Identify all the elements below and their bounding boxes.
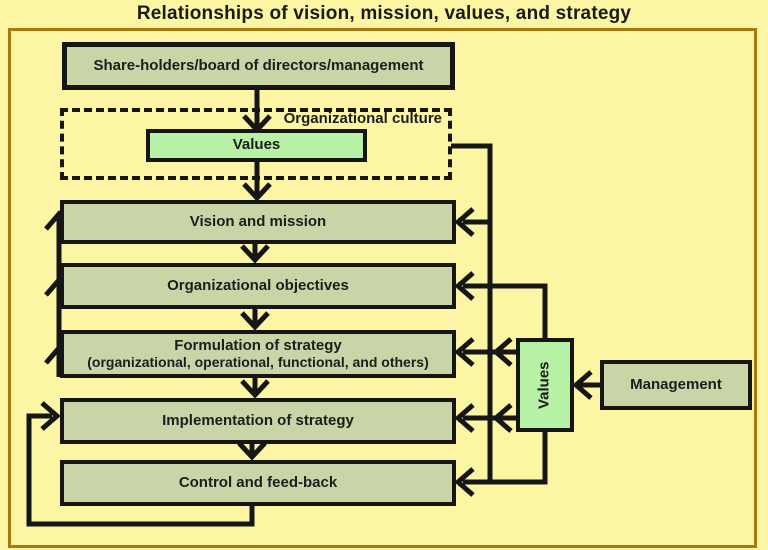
organizational-culture-box bbox=[60, 108, 452, 180]
management-label: Management bbox=[630, 375, 722, 393]
organizational-culture-label: Organizational culture bbox=[283, 110, 442, 127]
formulation-strategy-label-line1: Formulation of strategy bbox=[174, 337, 342, 355]
control-feedback-label: Control and feed-back bbox=[178, 473, 338, 491]
values-side-label: Values bbox=[535, 361, 553, 409]
diagram-title: Relationships of vision, mission, values… bbox=[136, 3, 632, 24]
vision-mission-box: Vision and mission bbox=[60, 200, 456, 244]
values-box-side: Values bbox=[516, 338, 574, 432]
formulation-strategy-box: Formulation of strategy (organizational,… bbox=[60, 330, 456, 378]
shareholders-box: Share-holders/board of directors/managem… bbox=[62, 42, 455, 90]
organizational-objectives-box: Organizational objectives bbox=[60, 263, 456, 309]
outer-frame bbox=[8, 28, 757, 548]
values-top-label: Values bbox=[232, 136, 281, 154]
formulation-strategy-label-line2: (organizational, operational, functional… bbox=[87, 353, 429, 370]
vision-mission-label: Vision and mission bbox=[189, 212, 327, 230]
control-feedback-box: Control and feed-back bbox=[60, 460, 456, 506]
implementation-strategy-label: Implementation of strategy bbox=[162, 411, 354, 429]
organizational-objectives-label: Organizational objectives bbox=[167, 276, 349, 294]
implementation-strategy-box: Implementation of strategy bbox=[60, 398, 456, 444]
values-box-top: Values bbox=[146, 129, 367, 162]
management-box: Management bbox=[600, 360, 752, 410]
shareholders-label: Share-holders/board of directors/managem… bbox=[93, 56, 424, 74]
